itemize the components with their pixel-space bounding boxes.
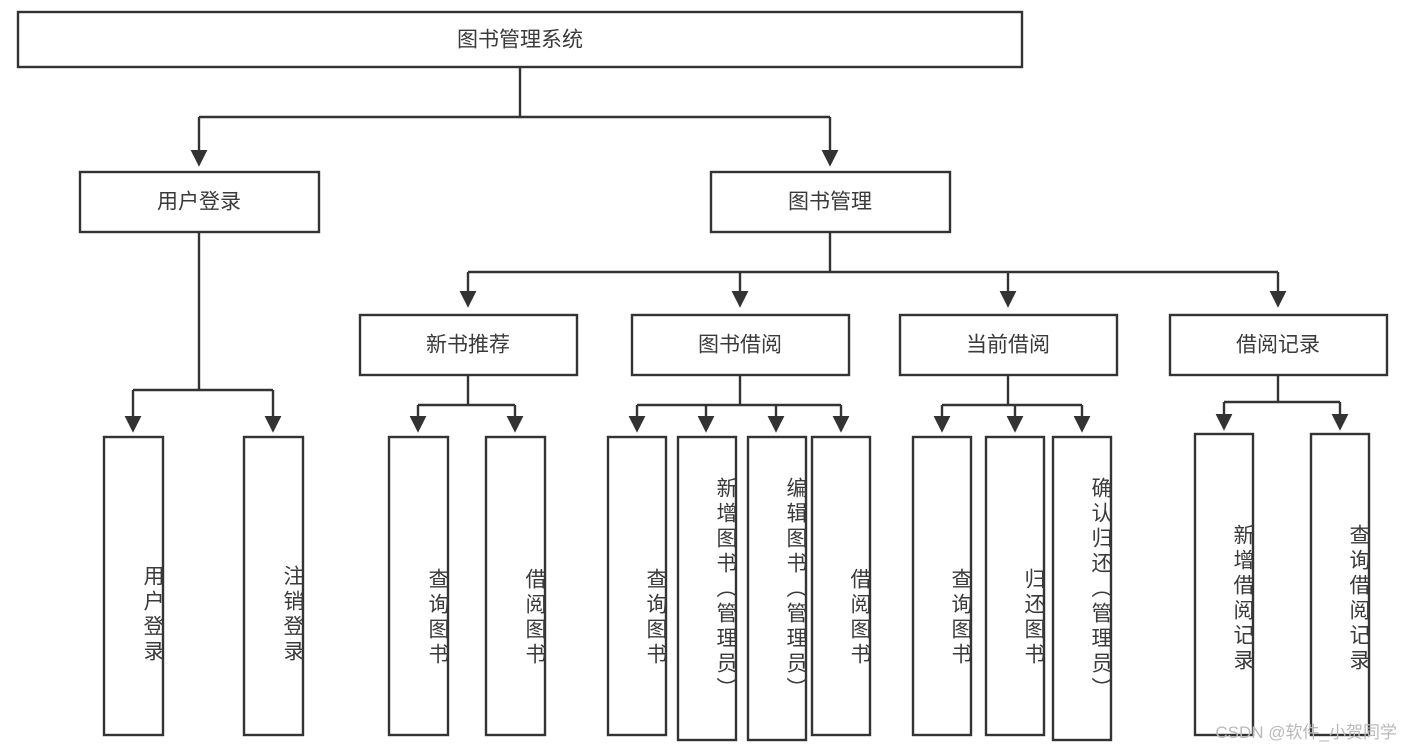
leaf-borrow-record-1[interactable] xyxy=(1193,432,1255,737)
node-root-label: 图书管理系统 xyxy=(457,29,583,52)
node-user-login[interactable] xyxy=(78,170,321,234)
node-user-login-label: 用户登录 xyxy=(157,191,241,214)
leaf-new-book-2[interactable] xyxy=(484,435,547,737)
node-current-borrow[interactable] xyxy=(898,313,1119,377)
leaf-book-borrow-3[interactable] xyxy=(746,435,808,742)
leaf-current-borrow-3[interactable] xyxy=(1051,435,1113,742)
node-borrow-record-label: 借阅记录 xyxy=(1236,334,1320,357)
leaf-book-borrow-4[interactable] xyxy=(810,435,872,737)
node-new-book-recommend-label: 新书推荐 xyxy=(426,334,510,357)
node-book-borrow[interactable] xyxy=(630,313,851,377)
node-book-borrow-label: 图书借阅 xyxy=(698,334,782,357)
node-borrow-record[interactable] xyxy=(1168,313,1389,377)
leaf-user-login-1[interactable] xyxy=(102,435,165,737)
leaf-book-borrow-2[interactable] xyxy=(676,435,738,742)
leaf-borrow-record-2[interactable] xyxy=(1309,432,1371,737)
watermark: CSDN @软件_小贺同学 xyxy=(1215,723,1397,742)
node-book-management-label: 图书管理 xyxy=(788,191,872,214)
leaf-current-borrow-2[interactable] xyxy=(984,435,1046,737)
leaf-user-login-2[interactable] xyxy=(242,435,305,737)
node-new-book-recommend[interactable] xyxy=(358,313,579,377)
leaf-new-book-1[interactable] xyxy=(387,435,450,737)
leaf-book-borrow-1[interactable] xyxy=(606,435,668,737)
node-current-borrow-label: 当前借阅 xyxy=(966,334,1050,357)
leaf-current-borrow-1[interactable] xyxy=(911,435,973,737)
node-book-management[interactable] xyxy=(709,170,952,234)
node-root[interactable] xyxy=(16,10,1024,69)
